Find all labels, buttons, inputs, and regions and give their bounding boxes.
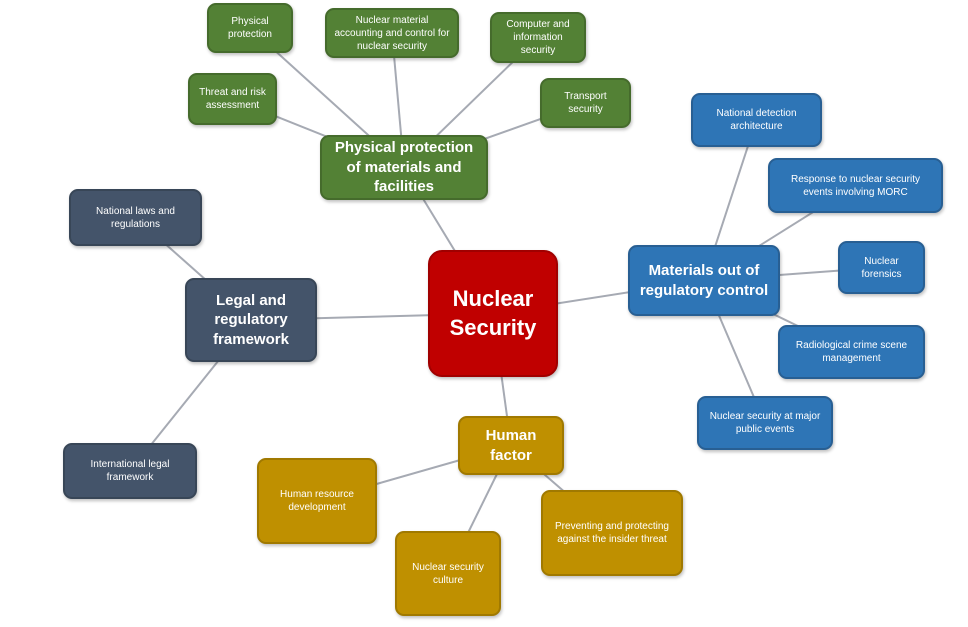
leaf-detection-architecture: National detection architecture — [691, 93, 822, 147]
leaf-major-public-events: Nuclear security at major public events — [697, 396, 833, 450]
branch-morc: Materials out of regulatory control — [628, 245, 780, 316]
leaf-nmac: Nuclear material accounting and control … — [325, 8, 459, 58]
branch-human-factor: Human factor — [458, 416, 564, 475]
leaf-national-laws: National laws and regulations — [69, 189, 202, 246]
leaf-international-legal: International legal framework — [63, 443, 197, 499]
leaf-physical-protection: Physical protection — [207, 3, 293, 53]
leaf-human-resource: Human resource development — [257, 458, 377, 544]
leaf-computer-security: Computer and information security — [490, 12, 586, 63]
leaf-nuclear-forensics: Nuclear forensics — [838, 241, 925, 294]
leaf-response-morc: Response to nuclear security events invo… — [768, 158, 943, 213]
branch-legal: Legal and regulatory framework — [185, 278, 317, 362]
leaf-threat-risk: Threat and risk assessment — [188, 73, 277, 125]
branch-physical-protection: Physical protection of materials and fac… — [320, 135, 488, 200]
leaf-transport-security: Transport security — [540, 78, 631, 128]
leaf-radiological-crime-scene: Radiological crime scene management — [778, 325, 925, 379]
leaf-security-culture: Nuclear security culture — [395, 531, 501, 616]
center-node: Nuclear Security — [428, 250, 558, 377]
leaf-insider-threat: Preventing and protecting against the in… — [541, 490, 683, 576]
